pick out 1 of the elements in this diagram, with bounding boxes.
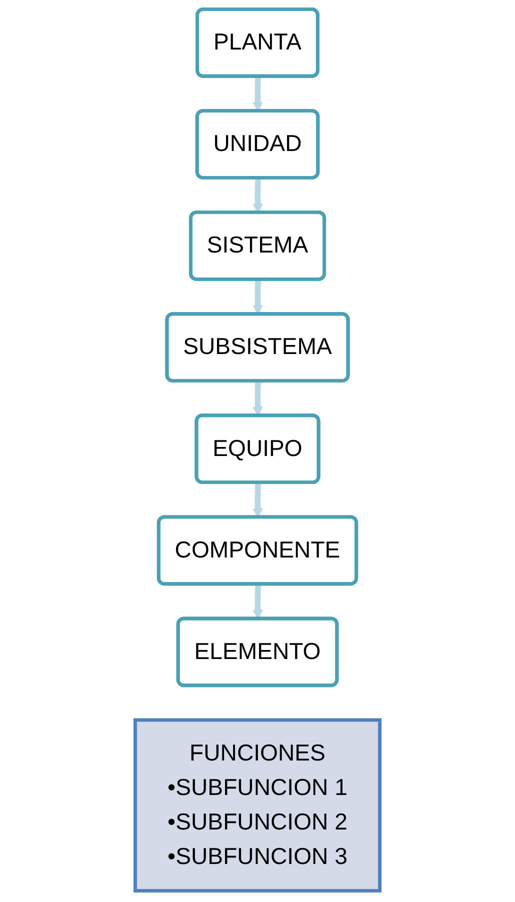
node-box (134, 718, 382, 892)
